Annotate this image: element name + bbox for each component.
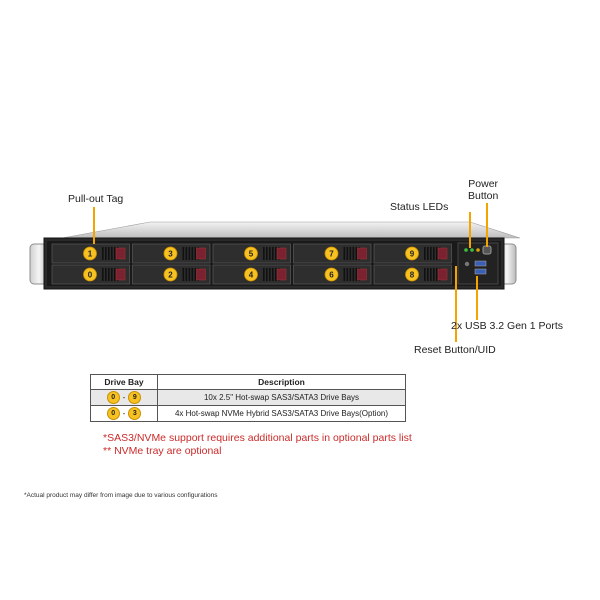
bay-number: 5 (249, 250, 254, 259)
drive-bay[interactable]: 5 (212, 243, 291, 264)
power-button (482, 245, 492, 255)
range-separator: - (122, 393, 126, 402)
bay-number-badge (324, 246, 339, 261)
drive-bay[interactable]: 4 (212, 264, 291, 285)
bay-number: 8 (410, 271, 415, 280)
power-button-label: Power Button (468, 178, 499, 202)
bay-badge: 0 (106, 391, 120, 404)
usb-port (474, 260, 487, 267)
drive-bay[interactable]: 2 (132, 264, 211, 285)
drive-bays: 1 0 3 2 5 4 7 6 9 8 (51, 243, 452, 285)
pull-out-tag-label: Pull-out Tag (68, 193, 124, 205)
usb-ports-label: 2x USB 3.2 Gen 1 Ports (451, 320, 564, 332)
drive-bay[interactable]: 8 (373, 264, 452, 285)
drive-bay-range: 0-9 (90, 389, 158, 406)
drive-bay[interactable]: 0 (51, 264, 130, 285)
drive-bay[interactable]: 3 (132, 243, 211, 264)
note-nvme-parts: *SAS3/NVMe support requires additional p… (103, 432, 412, 444)
status-led (470, 248, 474, 252)
bay-number-badge (244, 246, 258, 261)
bay-number-badge (324, 267, 339, 282)
drive-bay[interactable]: 9 (373, 243, 452, 264)
reset-button-label: Reset Button/UID (414, 344, 496, 356)
drive-bay[interactable]: 1 (51, 243, 130, 264)
bay-number: 4 (249, 271, 254, 280)
usb-port (474, 268, 487, 275)
bay-number-badge (405, 267, 419, 282)
bay-number: 0 (88, 271, 93, 280)
table-row: 0-3 4x Hot-swap NVMe Hybrid SAS3/SATA3 D… (90, 405, 406, 422)
range-separator: - (122, 409, 126, 418)
bay-number: 7 (329, 250, 334, 259)
drive-bay-legend-table: Drive Bay Description 0-9 10x 2.5" Hot-s… (90, 374, 406, 422)
header-drive-bay: Drive Bay (90, 374, 158, 390)
status-led (476, 248, 480, 252)
drive-bay[interactable]: 6 (293, 264, 372, 285)
bay-badge: 9 (128, 391, 142, 404)
note-nvme-tray: ** NVMe tray are optional (103, 445, 222, 457)
bay-badge: 0 (106, 407, 120, 420)
reset-button (464, 261, 470, 267)
bay-number-badge (163, 246, 178, 261)
bay-number-badge (163, 267, 178, 282)
bay-number-badge (244, 267, 258, 282)
status-leds-line (469, 212, 471, 248)
disclaimer: *Actual product may differ from image du… (24, 492, 218, 499)
drive-bay-range: 0-3 (90, 405, 158, 422)
table-row: 0-9 10x 2.5" Hot-swap SAS3/SATA3 Drive B… (90, 389, 406, 406)
drive-bay-description: 10x 2.5" Hot-swap SAS3/SATA3 Drive Bays (157, 389, 406, 406)
bay-number: 3 (168, 250, 173, 259)
bay-number: 2 (168, 271, 173, 280)
bay-badge: 3 (128, 407, 142, 420)
chassis-top-lid (61, 221, 521, 239)
bay-number-badge (83, 267, 97, 282)
pull-out-tag-line (93, 207, 95, 244)
notes: *SAS3/NVMe support requires additional p… (103, 432, 412, 458)
header-description: Description (157, 374, 406, 390)
bay-number: 6 (329, 271, 334, 280)
status-leds-label: Status LEDs (390, 201, 449, 213)
bay-number: 1 (88, 250, 93, 259)
legend-header-row: Drive Bay Description (90, 374, 406, 390)
usb-ports-line (476, 276, 478, 320)
bay-number-badge (405, 246, 419, 261)
status-led (464, 248, 468, 252)
drive-bay-description: 4x Hot-swap NVMe Hybrid SAS3/SATA3 Drive… (157, 405, 406, 422)
reset-button-line (455, 266, 457, 342)
drive-bay[interactable]: 7 (293, 243, 372, 264)
power-button-line (486, 203, 488, 247)
bay-number: 9 (410, 250, 415, 259)
bay-number-badge (83, 246, 97, 261)
